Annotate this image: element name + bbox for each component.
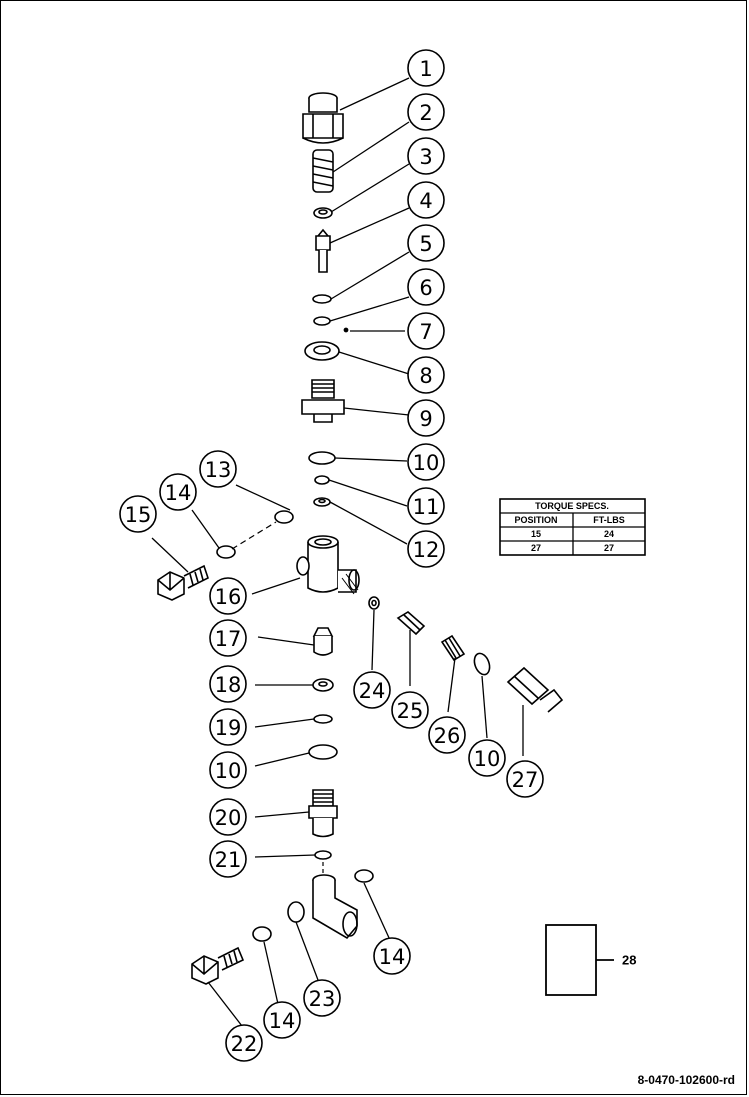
part-21-washer xyxy=(314,850,332,860)
torque-row-1-position: 15 xyxy=(531,529,541,539)
part-8-washer xyxy=(304,341,340,361)
callout-21: 21 xyxy=(215,848,242,872)
part-23-elbow-body xyxy=(287,874,358,940)
callout-3: 3 xyxy=(419,145,432,169)
callout-6: 6 xyxy=(419,276,432,300)
callout-10c: 10 xyxy=(474,747,501,771)
callout-11: 11 xyxy=(413,495,440,519)
part-17-grease-fitting xyxy=(312,627,334,656)
part-25-fitting xyxy=(396,611,426,636)
callout-1: 1 xyxy=(419,57,432,81)
part-15-banjo-bolt xyxy=(157,564,209,601)
callout-12: 12 xyxy=(413,538,440,562)
part-10-oring-c xyxy=(473,652,491,676)
part-10-oring-b xyxy=(308,744,338,760)
callout-14a: 14 xyxy=(165,481,192,505)
callout-27: 27 xyxy=(512,768,539,792)
part-1-cap xyxy=(302,92,344,144)
callout-26: 26 xyxy=(434,724,461,748)
torque-header-position: POSITION xyxy=(514,515,557,525)
part-19-washer xyxy=(313,714,333,724)
callout-13: 13 xyxy=(205,458,232,482)
part-14-washer-c xyxy=(252,926,272,942)
callout-9: 9 xyxy=(419,407,432,431)
callout-14c: 14 xyxy=(269,1009,296,1033)
callout-5: 5 xyxy=(419,232,432,256)
part-5-washer xyxy=(312,294,332,304)
reference-box-label: 28 xyxy=(622,953,636,968)
callout-2: 2 xyxy=(419,101,432,125)
part-20-fitting xyxy=(308,789,338,838)
part-13-oring xyxy=(274,510,294,524)
torque-row-2-ftlbs: 27 xyxy=(604,543,614,553)
part-7-ball xyxy=(343,327,349,333)
reference-box-28: 28 xyxy=(545,924,636,996)
callout-7: 7 xyxy=(419,320,432,344)
callout-23: 23 xyxy=(309,987,336,1011)
torque-row-2-position: 27 xyxy=(531,543,541,553)
part-10-oring-a xyxy=(308,451,336,465)
torque-row-1-ftlbs: 24 xyxy=(604,529,614,539)
drawing-number: 8-0470-102600-rd xyxy=(637,1073,735,1087)
part-11-washer xyxy=(314,475,330,485)
part-22-banjo-bolt xyxy=(191,946,245,985)
part-2-spring xyxy=(312,149,334,193)
torque-header-ftlbs: FT-LBS xyxy=(593,515,625,525)
part-6-oring xyxy=(313,316,331,326)
part-4-stem xyxy=(315,228,331,273)
part-27-fitting xyxy=(506,666,564,713)
part-18-nut xyxy=(312,678,334,692)
callout-16: 16 xyxy=(215,585,242,609)
part-16-tee-body xyxy=(296,535,360,595)
part-26-spring xyxy=(440,634,466,662)
callout-4: 4 xyxy=(419,189,432,213)
callout-22: 22 xyxy=(231,1032,258,1056)
part-14-washer-b xyxy=(354,869,374,883)
part-14-washer-a xyxy=(216,545,236,559)
part-24-washer xyxy=(368,596,380,610)
callout-8: 8 xyxy=(419,364,432,388)
torque-table-title: TORQUE SPECS. xyxy=(535,501,609,511)
part-9-fitting xyxy=(301,379,345,423)
callout-19: 19 xyxy=(215,716,242,740)
callout-18: 18 xyxy=(215,673,242,697)
callout-25: 25 xyxy=(397,699,424,723)
callout-10a: 10 xyxy=(413,451,440,475)
callout-10b: 10 xyxy=(215,759,242,783)
part-3-washer xyxy=(313,207,333,219)
torque-specs-table: TORQUE SPECS. POSITION FT-LBS 15 24 27 2… xyxy=(499,498,646,556)
callout-14b: 14 xyxy=(379,945,406,969)
callout-15: 15 xyxy=(125,503,152,527)
callout-24: 24 xyxy=(359,679,386,703)
callout-20: 20 xyxy=(215,806,242,830)
callout-17: 17 xyxy=(215,627,242,651)
